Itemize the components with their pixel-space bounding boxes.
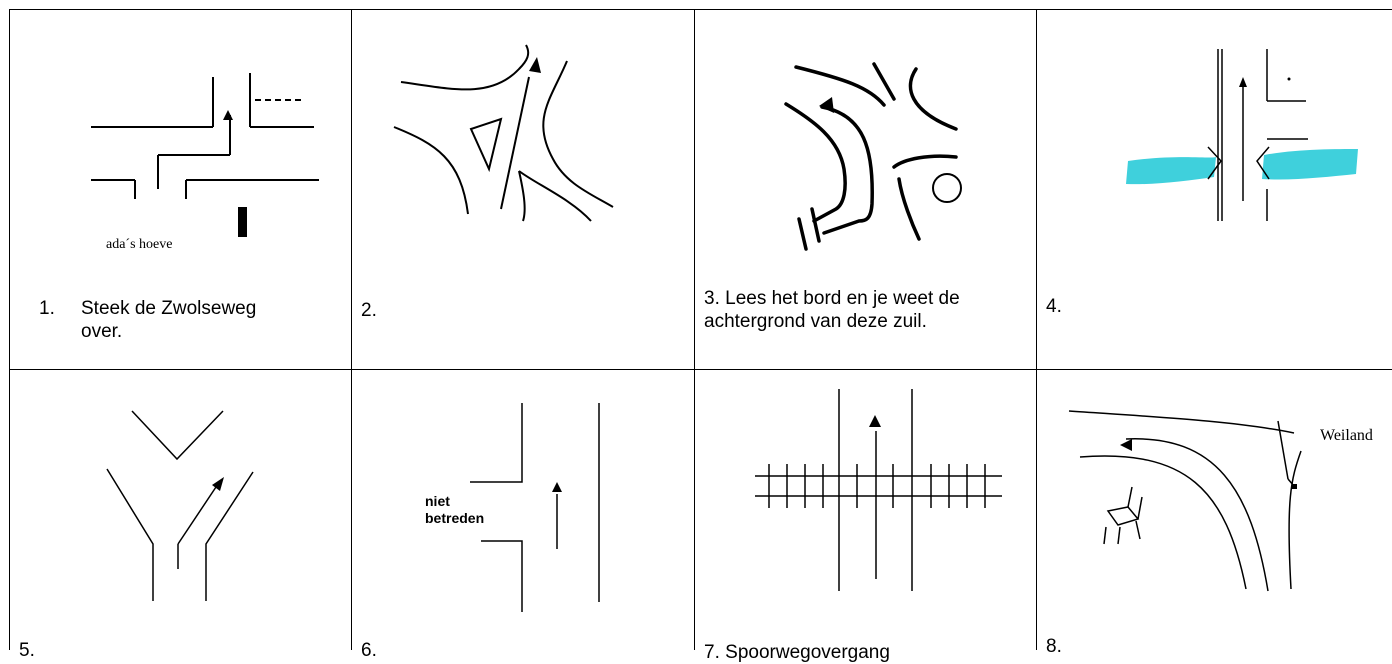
cell-caption-7: 7. Spoorwegovergang — [704, 641, 890, 664]
route-instructions-table: ada´s hoeve 1. Steek de Zwolseweg over. … — [9, 9, 1392, 663]
sketch-label-line: niet — [425, 493, 450, 509]
table-column-divider — [694, 9, 695, 650]
route-sketch-2 — [393, 44, 614, 222]
route-sketch-5 — [106, 410, 254, 601]
cell-number: 5. — [19, 640, 35, 661]
route-sketch-3 — [784, 62, 962, 251]
cell-number: 7. — [704, 642, 720, 663]
table-cell-5: 5. — [9, 369, 351, 661]
table-cell-3: 3. Lees het bord en je weet de achtergro… — [694, 9, 1036, 369]
table-border-top — [9, 9, 1392, 10]
table-row-divider — [9, 369, 1392, 370]
table-cell-7: 7. Spoorwegovergang — [694, 369, 1036, 663]
route-sketch-6 — [470, 403, 600, 612]
cell-number: 1. — [39, 298, 55, 319]
route-sketch-8 — [1068, 410, 1302, 592]
table-cell-2: 2. — [351, 9, 694, 369]
table-column-divider — [351, 9, 352, 650]
table-cell-8: Weiland 8. — [1036, 369, 1392, 657]
cell-caption-text: Steek de Zwolseweg over. — [81, 298, 257, 342]
cell-caption-text: Lees het bord en je weet de achtergrond … — [704, 288, 960, 332]
sketch-label-line: betreden — [425, 510, 485, 526]
cell-number: 4. — [1046, 296, 1062, 317]
cell-number: 2. — [361, 300, 377, 321]
table-cell-6: niet betreden 6. — [351, 369, 694, 661]
sketch-label-niet-betreden: niet betreden — [425, 493, 484, 527]
table-border-left — [9, 9, 10, 650]
table-cell-1: ada´s hoeve 1. Steek de Zwolseweg over. — [9, 9, 351, 369]
route-sketch-7 — [755, 389, 1002, 591]
sketch-label-ada-s-hoeve: ada´s hoeve — [106, 237, 173, 252]
route-sketch-4 — [1126, 49, 1358, 221]
cell-caption-text: Spoorwegovergang — [725, 642, 890, 663]
cell-number: 6. — [361, 640, 377, 661]
cell-number: 3. — [704, 288, 720, 309]
route-sketch-1 — [91, 73, 319, 237]
table-cell-4: 4. — [1036, 9, 1392, 369]
cell-number: 8. — [1046, 636, 1062, 657]
table-column-divider — [1036, 9, 1037, 650]
cell-caption-3: 3. Lees het bord en je weet de achtergro… — [704, 287, 1034, 333]
sketch-label-weiland: Weiland — [1320, 427, 1373, 444]
